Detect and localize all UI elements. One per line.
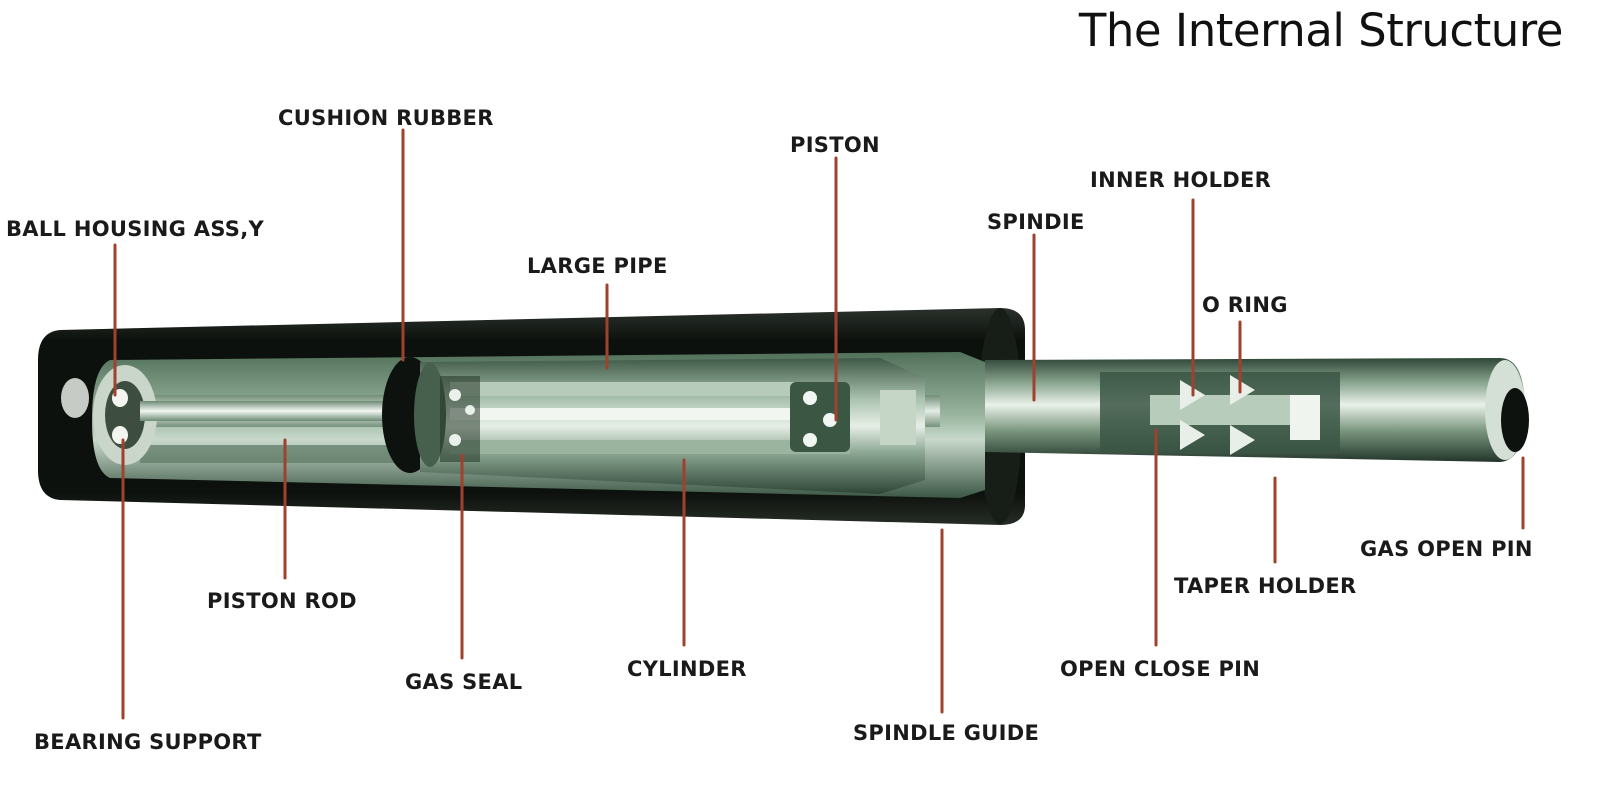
part-labels: CUSHION RUBBER PISTON INNER HOLDER BALL … (6, 106, 1533, 754)
label-o-ring: O RING (1202, 293, 1288, 317)
label-cushion-rubber: CUSHION RUBBER (278, 106, 494, 130)
ball-housing-assembly (61, 365, 157, 465)
label-spindle-guide: SPINDLE GUIDE (853, 721, 1039, 745)
label-cylinder: CYLINDER (627, 657, 747, 681)
label-gas-open-pin: GAS OPEN PIN (1360, 537, 1533, 561)
leader-lines (113, 128, 1525, 720)
label-taper-holder: TAPER HOLDER (1174, 574, 1357, 598)
label-open-close-pin: OPEN CLOSE PIN (1060, 657, 1260, 681)
label-large-pipe: LARGE PIPE (527, 254, 668, 278)
label-inner-holder: INNER HOLDER (1090, 168, 1271, 192)
label-piston-rod: PISTON ROD (207, 589, 357, 613)
label-ball-housing: BALL HOUSING ASS,Y (6, 217, 265, 241)
spindle-tube (985, 358, 1529, 462)
piston-rod-shape (140, 401, 440, 421)
label-gas-seal: GAS SEAL (405, 670, 522, 694)
label-bearing-support: BEARING SUPPORT (34, 730, 262, 754)
label-piston: PISTON (790, 133, 880, 157)
label-spindie: SPINDIE (987, 210, 1085, 234)
diagram-title: The Internal Structure (1078, 4, 1564, 57)
piston-head (790, 382, 916, 452)
